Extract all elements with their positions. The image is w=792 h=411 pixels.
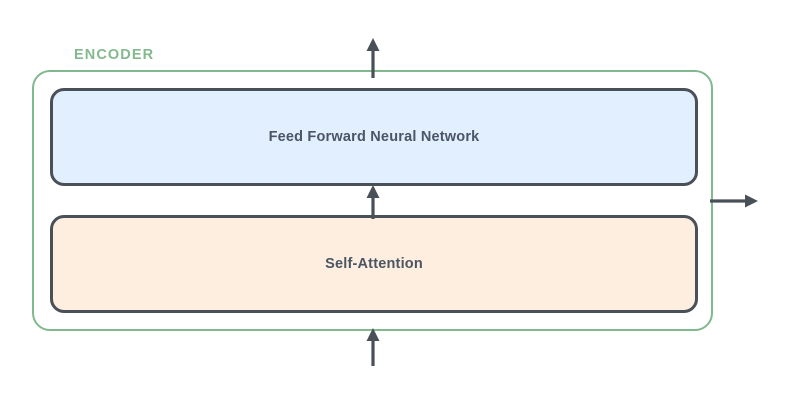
input-arrow-icon [366,328,380,366]
encoder-frame-label: ENCODER [74,47,155,63]
self-attention-to-ffnn-arrow-icon [366,185,380,219]
feed-forward-neural-network-block: Feed Forward Neural Network [50,88,698,186]
self-attention-block: Self-Attention [50,215,698,313]
feed-forward-neural-network-label: Feed Forward Neural Network [268,129,480,145]
output-arrow-right-icon [710,194,758,208]
output-arrow-top-icon [366,38,380,78]
self-attention-label: Self-Attention [325,256,423,272]
